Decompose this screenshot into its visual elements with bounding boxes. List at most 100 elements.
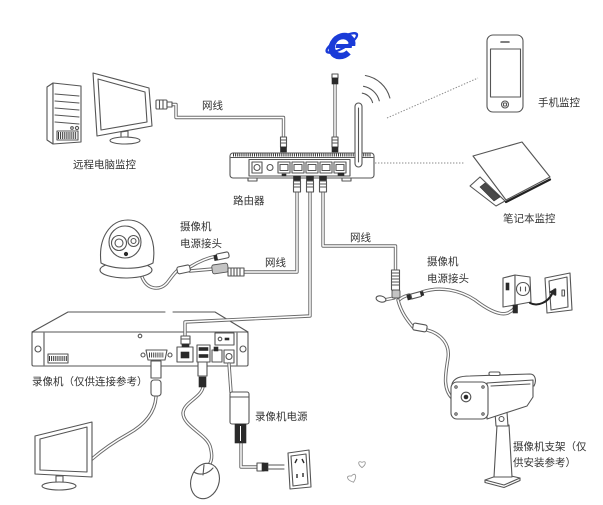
wifi-arc-outer — [364, 74, 391, 99]
port-socket — [335, 163, 345, 172]
router-reset-button — [266, 163, 274, 172]
nvr-top-edges — [31, 311, 249, 333]
tower-drive-bays — [54, 93, 80, 125]
pigtail-splitter — [391, 289, 401, 299]
plug-head — [155, 99, 168, 110]
router-power-jack-hole — [253, 163, 261, 172]
cable-core — [171, 103, 285, 138]
wifi-arc-middle — [362, 85, 380, 102]
dome-sensor — [123, 251, 129, 257]
plug-band — [261, 462, 269, 472]
tower-grill — [56, 130, 79, 141]
router-port-lan-2 — [305, 161, 319, 174]
camera-screw — [454, 412, 458, 416]
plug-boot — [331, 146, 339, 153]
tower-led — [70, 126, 74, 130]
camera-screw — [481, 412, 485, 416]
rj45-plug-icon — [279, 136, 288, 153]
phone-screen — [489, 48, 522, 98]
label-dome-connector-line2: 电源接头 — [180, 237, 222, 250]
usb-plug-icon — [197, 361, 208, 388]
label-bullet-connector-line1: 摄像机 — [427, 255, 459, 268]
label-nvr: 录像机（仅供连接参考） — [32, 375, 148, 388]
video-connector — [412, 322, 428, 333]
monitor-icon — [92, 72, 153, 145]
lan-port — [176, 346, 194, 363]
outlet-face — [290, 453, 309, 487]
plug-in-arrow-icon — [529, 287, 556, 306]
router-port-wan — [277, 161, 291, 177]
cable-sheath — [170, 102, 286, 139]
usb-plug-boot — [198, 376, 207, 388]
dome-lens-inner — [114, 238, 124, 248]
plug-boot — [306, 175, 314, 182]
cable-core — [322, 191, 397, 271]
bracket-pole — [493, 424, 513, 478]
rj45-plug-icon — [305, 175, 315, 193]
monitor-base — [109, 136, 141, 145]
heart-doodle-icon — [358, 461, 366, 469]
dc-power-connector — [406, 290, 425, 301]
rj45-plug-icon — [331, 136, 339, 153]
cable-sheath — [321, 190, 398, 272]
nvr-rack-ear-lines — [43, 332, 238, 366]
rj45-plug-icon — [180, 335, 191, 348]
phone-home-glyph — [502, 102, 508, 107]
camera-top-bump — [488, 371, 501, 377]
router-foot — [341, 177, 352, 182]
power-switch — [214, 332, 235, 346]
plug-boot — [181, 343, 190, 348]
outlet-face — [548, 276, 569, 311]
mouse-body — [190, 462, 220, 500]
dome-ir-led-inner — [130, 237, 137, 245]
plug-ribs — [331, 139, 339, 144]
smartphone-icon — [486, 34, 524, 113]
plug-head — [279, 136, 288, 148]
label-laptop: 笔记本监控 — [503, 212, 556, 225]
rack-ear-hole — [239, 345, 247, 353]
bullet-camera-connectors — [375, 269, 428, 333]
network-cable-pc-router — [170, 102, 286, 139]
mouse-cable — [181, 385, 214, 468]
cable-sheath — [181, 385, 214, 468]
rj45-plug-icon — [318, 175, 328, 193]
wall-outlet-icon — [287, 449, 312, 490]
plug-head — [180, 335, 191, 345]
ie-letter-e — [328, 32, 356, 60]
camera-housing-seam — [490, 383, 531, 387]
vga-screw — [140, 352, 146, 358]
rj45-coupler — [211, 262, 229, 275]
vga-cable — [90, 395, 158, 461]
outlet-holes — [294, 458, 305, 478]
laptop-icon — [469, 141, 552, 207]
usb-slot — [198, 354, 209, 358]
wifi-arc-inner — [361, 92, 374, 104]
plug-prongs — [267, 464, 285, 470]
cable-core — [421, 288, 516, 315]
cable-core — [240, 442, 258, 468]
bullet-camera — [450, 371, 536, 489]
cable-sheath — [420, 287, 517, 316]
wall-outlet-icon — [544, 272, 573, 314]
plug-ribs — [318, 183, 328, 188]
monitor-screen — [97, 78, 148, 131]
laptop-keyboard — [479, 182, 501, 202]
usb-slot — [198, 347, 209, 351]
camera-lens-center — [463, 394, 469, 400]
monitor-base — [41, 481, 77, 491]
cable-sheath — [396, 298, 415, 329]
tower-front — [52, 82, 82, 145]
wireless-link-phone — [386, 77, 479, 119]
laptop-lid-edge — [504, 178, 552, 204]
cable-sheath — [90, 395, 158, 461]
reset-lead — [375, 295, 387, 303]
port-socket — [293, 163, 303, 172]
adapter-prongs — [519, 286, 527, 292]
remote-pc — [46, 72, 173, 145]
rj45-plug-icon — [331, 73, 339, 85]
plug-boot — [293, 175, 301, 182]
power-plug-icon — [256, 462, 285, 472]
vga-port — [140, 349, 173, 361]
